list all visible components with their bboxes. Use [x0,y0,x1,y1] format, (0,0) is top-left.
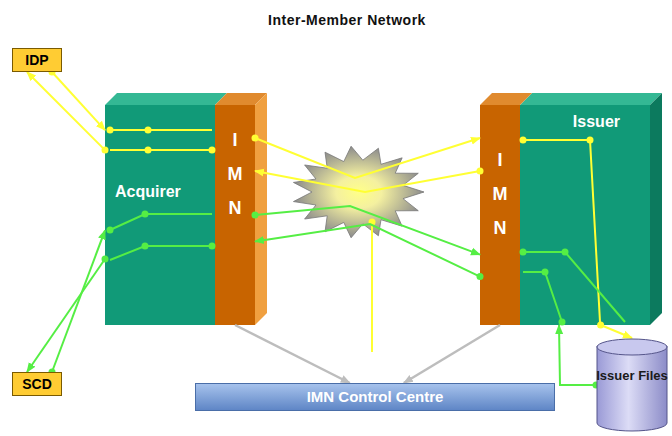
block-faces [105,93,662,325]
flow-dot [142,243,149,250]
node-label: IDP [25,49,48,71]
connector-group [255,168,484,193]
flow-dot [477,168,484,175]
block-face [480,105,520,325]
flow-dot [142,211,149,218]
flow-line [523,272,562,322]
flow-line [110,214,212,230]
flow-dot [587,137,594,144]
block-face [520,105,650,325]
issuer-block: Issuer [520,105,650,325]
flow-dot [252,212,259,219]
connector-group [255,224,484,280]
connector-group [597,322,632,339]
connector-group [252,206,481,255]
flow-dot [145,127,152,134]
control-centre-box: IMN Control Centre [195,383,555,411]
connector [255,224,480,277]
node-label: I M N [224,105,246,225]
connector-group [404,325,500,383]
block-face [215,105,255,325]
connector [601,325,632,338]
block-face [480,93,532,105]
flow-dot [107,127,114,134]
internal-flows [107,127,626,353]
node-label: Issuer [520,105,650,131]
connector [235,325,350,383]
diagram-part [597,346,667,431]
issuer-files-cylinder: Issuer Files [596,338,668,432]
node-label: Issuer Files [596,338,668,383]
flow-dot [145,147,152,154]
connector [52,72,105,130]
network-cloud [293,146,424,237]
connector-group [49,230,106,375]
connector [27,259,105,372]
connector-group [27,256,109,373]
connector [559,325,596,385]
flow-dot [102,147,109,154]
flow-line [110,129,212,131]
connector [52,230,105,372]
flow-dot [107,227,114,234]
block-face [520,93,662,105]
flow-line [523,140,600,322]
block-face [105,93,227,105]
connector [27,72,105,150]
flow-dot [542,269,549,276]
connector [255,206,480,255]
node-label: IMN Control Centre [307,384,444,410]
flow-dot [520,249,527,256]
block-face [650,93,662,325]
connector-group [252,135,481,179]
diagram-part [597,339,667,355]
flow-dot [209,243,216,250]
flow-line [371,222,373,352]
connectors [27,69,632,389]
flow-dot [252,135,259,142]
block-face [255,93,267,325]
imn-strip: I M N [480,105,520,325]
flow-dot [559,319,566,326]
connector [255,138,480,178]
scd-box: SCD [12,372,62,396]
connector-group [27,72,109,154]
flow-dot [597,322,604,329]
flow-line [110,246,212,260]
diagram-title: Inter-Member Network [180,12,514,28]
flow-dot [520,137,527,144]
flow-dot [562,249,569,256]
block-face [105,105,215,325]
flow-dot [477,273,484,280]
flow-line [523,252,625,322]
connector-group [235,325,350,383]
connector-group [559,325,600,389]
node-label: I M N [489,105,511,245]
flow-line [110,149,212,151]
acquirer-block: Acquirer [105,105,215,325]
node-label: Acquirer [105,105,181,201]
flow-dot [102,256,109,263]
connector [404,325,500,383]
flow-dot [209,147,216,154]
imn-strip: I M N [215,105,255,325]
connector [255,171,480,192]
node-label: SCD [22,373,52,395]
idp-box: IDP [12,48,62,72]
cylinder-shape [596,338,668,432]
